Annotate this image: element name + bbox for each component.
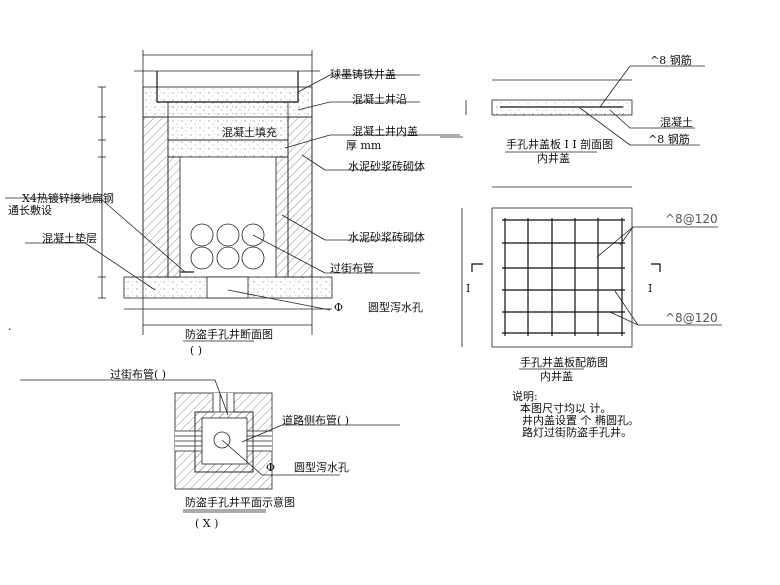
- rebar-grid: [502, 218, 625, 336]
- cast-iron-cover: [156, 71, 299, 103]
- label-rebar-bottom: ^8 钢筋: [648, 132, 690, 146]
- inner-cover: [167, 139, 289, 158]
- label-drain-hole: 圆型泻水孔: [368, 300, 423, 314]
- cut-label-right: I: [648, 282, 652, 295]
- notes-heading: 说明:: [512, 389, 538, 403]
- cover-section-title: 手孔井盖板 I I 剖面图: [506, 137, 613, 151]
- notes: 说明: 本图尺寸均以 计。 井内盖设置 个 椭圆孔。 路灯过街防盗手孔井。: [512, 389, 639, 439]
- label-concrete: 混凝土: [660, 115, 693, 129]
- label-plan-drain-hole: 圆型泻水孔: [294, 460, 349, 474]
- label-masonry-inner: 水泥砂浆砖砌体: [348, 230, 425, 244]
- label-rebar-2: ^8@120: [665, 311, 718, 325]
- cover-plate: [491, 207, 633, 348]
- drain-hole: [206, 276, 249, 299]
- label-cover: 球墨铸铁井盖: [330, 67, 396, 81]
- plan-crossing-pipe: [212, 393, 235, 412]
- label-crossing-pipe: 过街布管: [330, 261, 374, 275]
- cut-marker-right: [651, 263, 661, 272]
- plan-title: 防盗手孔井平面示意图: [185, 495, 295, 509]
- note-line: 井内盖设置 个 椭圆孔。: [522, 413, 639, 427]
- pipes: [190, 223, 265, 270]
- label-phi: Φ: [334, 301, 343, 314]
- label-ground-steel-2: 通长敷设: [8, 203, 52, 217]
- note-line: 本图尺寸均以 计。: [520, 401, 612, 415]
- label-inner-cover: 混凝土井内盖: [352, 124, 418, 138]
- plan-scale: ( X ): [195, 517, 218, 530]
- label-fill: 混凝土填充: [222, 125, 277, 139]
- stray-dot: .: [8, 320, 12, 333]
- cover-plan-drawing: I I ^8@120 ^8@120 手孔井盖板配筋图 内井盖: [461, 186, 722, 383]
- label-rebar-top: ^8 钢筋: [650, 53, 692, 67]
- cover-plan-title: 手孔井盖板配筋图: [520, 355, 608, 369]
- concrete-fill: [167, 101, 289, 141]
- cut-marker-left: [471, 263, 483, 272]
- well-section-drawing: 球墨铸铁井盖 混凝土井沿 混凝土填充 混凝土井内盖 厚 mm 水泥砂浆砖砌体 X…: [5, 50, 460, 357]
- label-plan-crossing-pipe: 过街布管( ): [110, 367, 166, 381]
- label-masonry-outer: 水泥砂浆砖砌体: [348, 159, 425, 173]
- label-rebar-1: ^8@120: [665, 212, 718, 226]
- outer-wall-left: [142, 116, 169, 278]
- section-title: 防盗手孔井断面图: [185, 327, 273, 341]
- label-ground-steel: X4热镀锌接地扁钢: [22, 191, 114, 205]
- plan-inner-chamber: [201, 417, 248, 465]
- cover-plan-subtitle: 内井盖: [540, 369, 573, 383]
- label-thickness: 厚 mm: [346, 139, 382, 152]
- cut-label-left: I: [466, 282, 470, 295]
- section-scale: ( ): [190, 344, 202, 357]
- cover-section-drawing: ^8 钢筋 混凝土 ^8 钢筋 手孔井盖板 I I 剖面图 内井盖: [440, 53, 705, 165]
- label-plan-road-pipe: 道路侧布管( ): [282, 413, 349, 427]
- plan-drain-hole: [213, 431, 231, 449]
- label-plan-phi: Φ: [266, 461, 275, 474]
- note-line: 路灯过街防盗手孔井。: [522, 425, 632, 439]
- label-cushion: 混凝土垫层: [42, 231, 97, 245]
- cover-section-subtitle: 内井盖: [537, 151, 570, 165]
- well-plan-drawing: 过街布管( ) 道路侧布管( ) Φ 圆型泻水孔 防盗手孔井平面示意图 ( X …: [20, 367, 400, 530]
- label-rim: 混凝土井沿: [352, 92, 407, 106]
